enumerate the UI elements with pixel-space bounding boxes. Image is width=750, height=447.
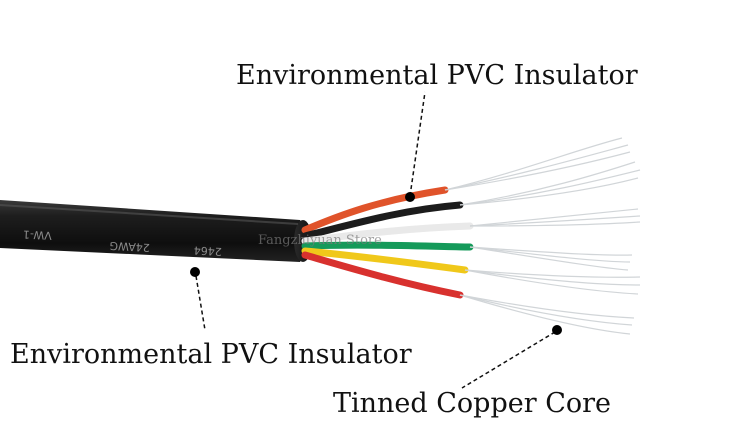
leader-core	[461, 331, 556, 389]
wire-orange	[301, 186, 449, 234]
wire-white-outline	[301, 222, 474, 245]
wire-yellow	[301, 247, 469, 274]
label-top-insulator: Environmental PVC Insulator	[236, 60, 638, 91]
wire-green	[301, 241, 474, 251]
cable-print-vw1: VW-1	[23, 227, 53, 241]
callout-leaders	[195, 91, 556, 389]
callout-dots	[190, 192, 562, 335]
wire-red	[301, 251, 464, 299]
copper-strands	[444, 137, 641, 335]
cable-print-2464: 2464	[194, 244, 223, 258]
wire-white	[301, 222, 474, 245]
store-watermark: Fangzhiyuan Store	[258, 233, 382, 248]
leader-left	[195, 275, 206, 331]
callout-dot-icon	[405, 192, 415, 202]
label-copper-core: Tinned Copper Core	[333, 388, 612, 419]
callout-dot-icon	[190, 267, 200, 277]
wire-black	[301, 201, 464, 240]
callout-dot-icon	[552, 325, 562, 335]
leader-top	[409, 91, 426, 197]
cable-print-awg: 24AWG	[109, 239, 150, 254]
cable-print: VW-1 24AWG 2464	[23, 227, 223, 257]
label-left-insulator: Environmental PVC Insulator	[10, 339, 412, 370]
insulated-wires	[301, 186, 474, 299]
